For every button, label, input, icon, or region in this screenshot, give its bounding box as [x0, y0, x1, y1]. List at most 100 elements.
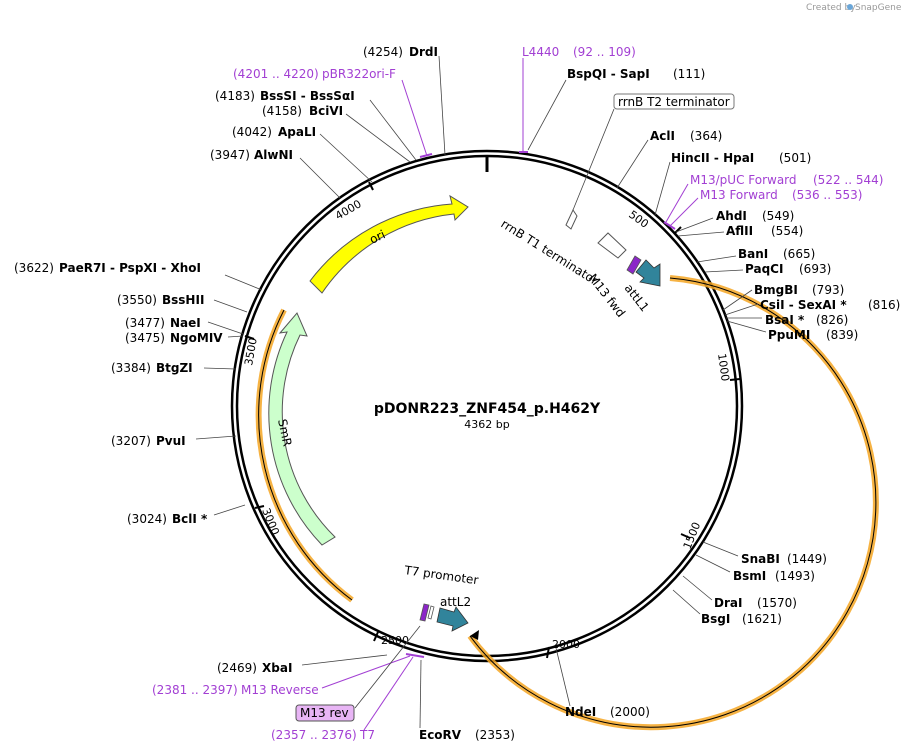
rrnb-t2-glyph	[565, 208, 578, 230]
ngomiv-pos: (3475)	[125, 331, 165, 345]
snapgene-logo-icon	[847, 4, 853, 10]
ngomiv-name: NgoMIV	[170, 331, 223, 345]
paqci-lead	[704, 269, 744, 273]
csii-lead	[724, 303, 759, 316]
tick-marks	[244, 181, 741, 659]
hincii-lead	[654, 161, 671, 216]
bsshii-pos: (3550)	[117, 293, 157, 307]
bani-pos: (665)	[783, 247, 815, 261]
naei-name: NaeI	[170, 316, 201, 330]
m13rev-mark	[405, 653, 425, 658]
tick-label-4000: 4000	[333, 197, 364, 222]
apali-lead	[319, 133, 373, 183]
drdi-lead	[438, 55, 446, 156]
paqci-pos: (693)	[799, 262, 831, 276]
bsshii-lead	[213, 299, 248, 313]
bsgi-pos: (1621)	[742, 612, 782, 626]
m13rev-lead	[321, 655, 411, 689]
snabi-pos: (1449)	[787, 552, 827, 566]
rrnb-t2-box	[613, 93, 735, 110]
m13rev-box	[295, 704, 355, 722]
tick-1000	[729, 378, 741, 381]
ori-feature	[309, 194, 469, 294]
bsgi-name: BsgI	[701, 612, 730, 626]
orf-arc-right-arrow	[470, 630, 479, 640]
credit-text: Created by	[806, 3, 856, 13]
pvui-name: PvuI	[156, 434, 186, 448]
pbr322ori-name: pBR322ori-F	[322, 67, 396, 81]
pbr322ori-lead	[401, 79, 428, 157]
m13puc-range: (522 .. 544)	[813, 173, 883, 187]
bani-lead	[696, 255, 737, 263]
snabi-name: SnaBI	[741, 552, 780, 566]
paer7i-lead	[224, 274, 263, 291]
bmgbi-lead	[722, 289, 753, 311]
bani-name: BanI	[738, 247, 768, 261]
bsssi-name: BssSI - BssSαI	[260, 89, 355, 103]
m13fwd-name: M13 Forward	[700, 188, 778, 202]
hincii-name: HincII - HpaI	[671, 151, 754, 165]
tick-label-500: 500	[626, 208, 651, 231]
acli-pos: (364)	[690, 129, 722, 143]
ecorv-pos: (2353)	[475, 728, 515, 742]
t7-name: T7	[359, 728, 375, 742]
smr-feature	[268, 312, 336, 546]
tick-label-2000: 2000	[552, 638, 580, 651]
drai-pos: (1570)	[757, 596, 797, 610]
btgzi-pos: (3384)	[111, 361, 151, 375]
paer7i-name: PaeR7I - PspXI - XhoI	[59, 261, 201, 275]
smr-label: SmR	[275, 418, 294, 448]
tick-3000	[254, 505, 265, 509]
xbai-pos: (2469)	[217, 661, 257, 675]
m13rev-range: (2381 .. 2397)	[152, 683, 238, 697]
bcli-pos: (3024)	[127, 512, 167, 526]
bspqi-pos: (111)	[673, 67, 705, 81]
alwni-lead	[299, 157, 341, 199]
tick-label-2500: 2500	[381, 634, 409, 647]
naei-lead	[207, 321, 244, 335]
tick-1500	[680, 533, 691, 539]
attl2-label: attL2	[440, 595, 471, 609]
bcivi-pos: (4158)	[262, 104, 302, 118]
tick-label-1000: 1000	[715, 353, 732, 383]
orf-arc-left-line	[258, 309, 353, 601]
tick-3500	[244, 335, 255, 340]
plasmid-length: 4362 bp	[464, 418, 509, 431]
csii-pos: (816)	[868, 298, 900, 312]
t7-promoter-feature	[427, 605, 435, 620]
m13fwd-mark	[663, 221, 676, 230]
bsai-name: BsaI *	[765, 313, 805, 327]
bsmi-lead	[695, 554, 731, 573]
bsmi-name: BsmI	[733, 569, 766, 583]
bsssi-pos: (4183)	[215, 89, 255, 103]
rrnb-t1-glyph	[597, 232, 627, 259]
ppumi-pos: (839)	[826, 328, 858, 342]
bspqi-lead	[527, 79, 567, 151]
tick-2000	[546, 646, 550, 659]
ngomiv-lead	[227, 335, 244, 338]
ppumi-name: PpuMI	[768, 328, 810, 342]
rrnb-t1-label: rrnB T1 terminator	[498, 217, 600, 288]
ndei-name: NdeI	[565, 705, 596, 719]
drdi-name: DrdI	[409, 45, 438, 59]
plasmid-name: pDONR223_ZNF454_p.H462Y	[374, 401, 601, 417]
ppumi-lead	[726, 320, 767, 333]
orf-arc-right	[467, 275, 879, 731]
paer7i-pos: (3622)	[14, 261, 54, 275]
m13fwd-lead	[669, 197, 699, 227]
t7-promoter-label: T7 promoter	[403, 563, 480, 587]
l4440-name: L4440	[522, 45, 559, 59]
rrnb-t2-label: rrnB T2 terminator	[618, 95, 730, 109]
btgzi-lead	[203, 367, 237, 370]
m13rev-name: M13 Reverse	[241, 683, 319, 697]
ndei-lead	[555, 647, 571, 707]
bsshii-name: BssHII	[162, 293, 204, 307]
attl2-feature	[436, 606, 469, 632]
m13puc-lead	[665, 183, 689, 223]
ecorv-name: EcoRV	[419, 728, 462, 742]
m13-fwd-label: M13 fwd	[586, 271, 628, 320]
pvui-pos: (3207)	[111, 434, 151, 448]
rrnb-t2-lead	[572, 108, 615, 211]
ahdi-name: AhdI	[716, 209, 747, 223]
